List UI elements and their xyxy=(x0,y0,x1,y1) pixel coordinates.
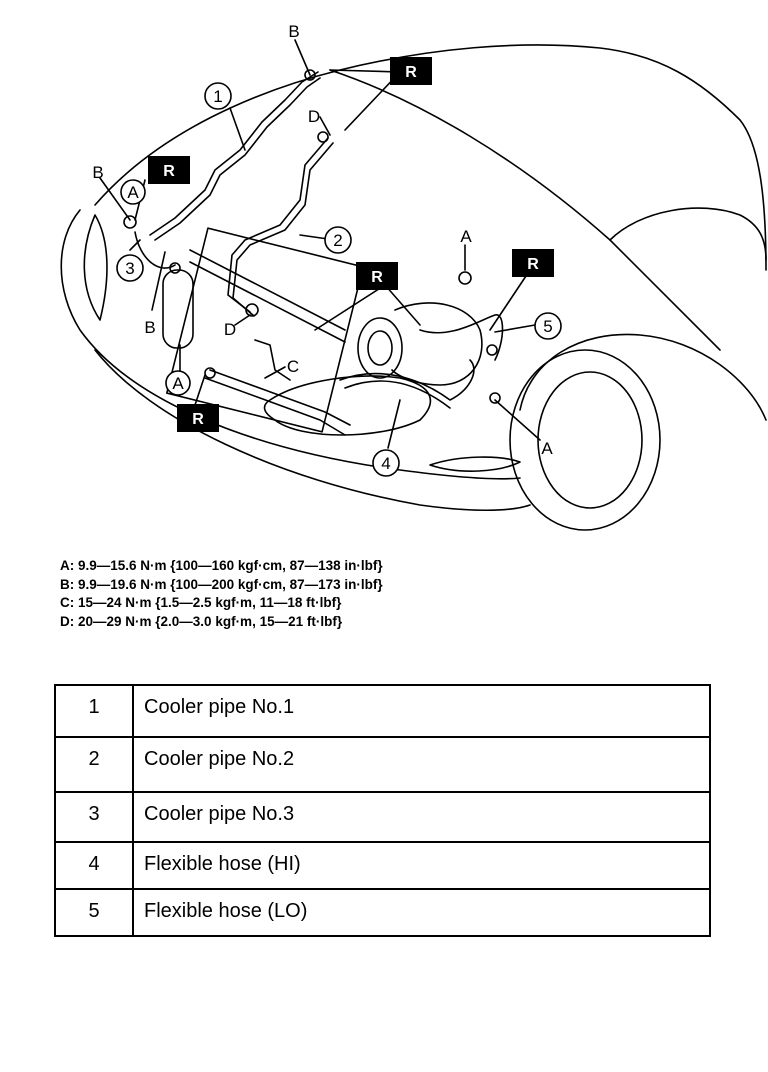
svg-text:5: 5 xyxy=(543,317,552,336)
replace-marker-left: R xyxy=(148,156,190,184)
hood-edge xyxy=(329,69,721,351)
part-name: Flexible hose (HI) xyxy=(132,841,711,890)
replace-marker-center: R xyxy=(356,262,398,290)
svg-text:2: 2 xyxy=(333,231,342,250)
replace-marker-right: R xyxy=(512,249,554,277)
label-d-upper: D xyxy=(308,107,320,126)
compressor-pulley xyxy=(357,317,403,379)
front-wheel-inner xyxy=(537,371,643,509)
svg-text:A: A xyxy=(172,374,184,393)
part-name: Cooler pipe No.3 xyxy=(132,791,711,843)
wheel-arch xyxy=(519,333,767,421)
condenser xyxy=(166,227,364,433)
front-wheel xyxy=(509,349,661,531)
parts-table: 1 Cooler pipe No.1 2 Cooler pipe No.2 3 … xyxy=(54,684,711,937)
circled-a-left: A xyxy=(120,179,146,205)
replace-marker-bottom: R xyxy=(177,404,219,432)
torque-spec-list: A: 9.9—15.6 N·m {100—160 kgf·cm, 87—138 … xyxy=(60,557,700,631)
table-row: 3 Cooler pipe No.3 xyxy=(54,791,711,843)
part-number: 5 xyxy=(54,888,134,937)
label-c: C xyxy=(287,357,299,376)
label-b-top: B xyxy=(288,22,299,41)
bumper-lower xyxy=(94,349,531,512)
part-number: 1 xyxy=(54,684,134,738)
svg-text:R: R xyxy=(371,269,383,286)
headlight-left xyxy=(83,214,108,321)
torque-spec-c: C: 15—24 N·m {1.5—2.5 kgf·m, 11—18 ft·lb… xyxy=(60,595,342,610)
part-number: 4 xyxy=(54,841,134,890)
table-row: 2 Cooler pipe No.2 xyxy=(54,736,711,793)
label-b-mid: B xyxy=(144,318,155,337)
svg-text:R: R xyxy=(405,64,417,81)
part-number: 2 xyxy=(54,736,134,793)
torque-spec-d: D: 20—29 N·m {2.0—3.0 kgf·m, 15—21 ft·lb… xyxy=(60,613,343,629)
svg-text:3: 3 xyxy=(125,259,134,278)
compressor-body xyxy=(391,302,483,386)
cooler-pipe-1 xyxy=(149,71,319,236)
table-row: 5 Flexible hose (LO) xyxy=(54,888,711,937)
label-a-top: A xyxy=(460,227,472,246)
flexible-hose-lo xyxy=(419,314,504,361)
hood-outline xyxy=(94,44,767,271)
table-row: 1 Cooler pipe No.1 xyxy=(54,684,711,738)
callout-2: 2 xyxy=(324,226,352,254)
table-row: 4 Flexible hose (HI) xyxy=(54,841,711,890)
fog-lamp xyxy=(429,456,521,472)
circled-a-low: A xyxy=(165,370,191,396)
fender-right xyxy=(609,207,767,261)
callout-3: 3 xyxy=(116,254,144,282)
svg-text:R: R xyxy=(527,256,539,273)
part-name: Cooler pipe No.1 xyxy=(132,684,711,738)
replace-marker-top: R xyxy=(390,57,432,85)
label-d-lower: D xyxy=(224,320,236,339)
cooler-pipe-2 xyxy=(227,137,329,313)
callout-5: 5 xyxy=(534,312,562,340)
receiver-drier xyxy=(162,269,194,349)
callout-4: 4 xyxy=(372,449,400,477)
label-a-right: A xyxy=(541,439,553,458)
torque-spec-b: B: 9.9—19.6 N·m {100—200 kgf·cm, 87—173 … xyxy=(60,576,383,592)
svg-text:R: R xyxy=(163,163,175,180)
torque-spec-a: A: 9.9—15.6 N·m {100—160 kgf·cm, 87—138 … xyxy=(60,558,383,573)
svg-text:R: R xyxy=(192,411,204,428)
part-name: Cooler pipe No.2 xyxy=(132,736,711,793)
svg-text:4: 4 xyxy=(381,454,390,473)
callout-1: 1 xyxy=(204,82,232,110)
svg-text:1: 1 xyxy=(213,87,222,106)
ac-piping-diagram: 1 2 3 4 5 A A B B B D D C A A R R R xyxy=(60,22,767,531)
part-name: Flexible hose (LO) xyxy=(132,888,711,937)
svg-text:A: A xyxy=(127,183,139,202)
flexible-hose-hi xyxy=(339,359,475,401)
label-b-left: B xyxy=(92,163,103,182)
part-number: 3 xyxy=(54,791,134,843)
